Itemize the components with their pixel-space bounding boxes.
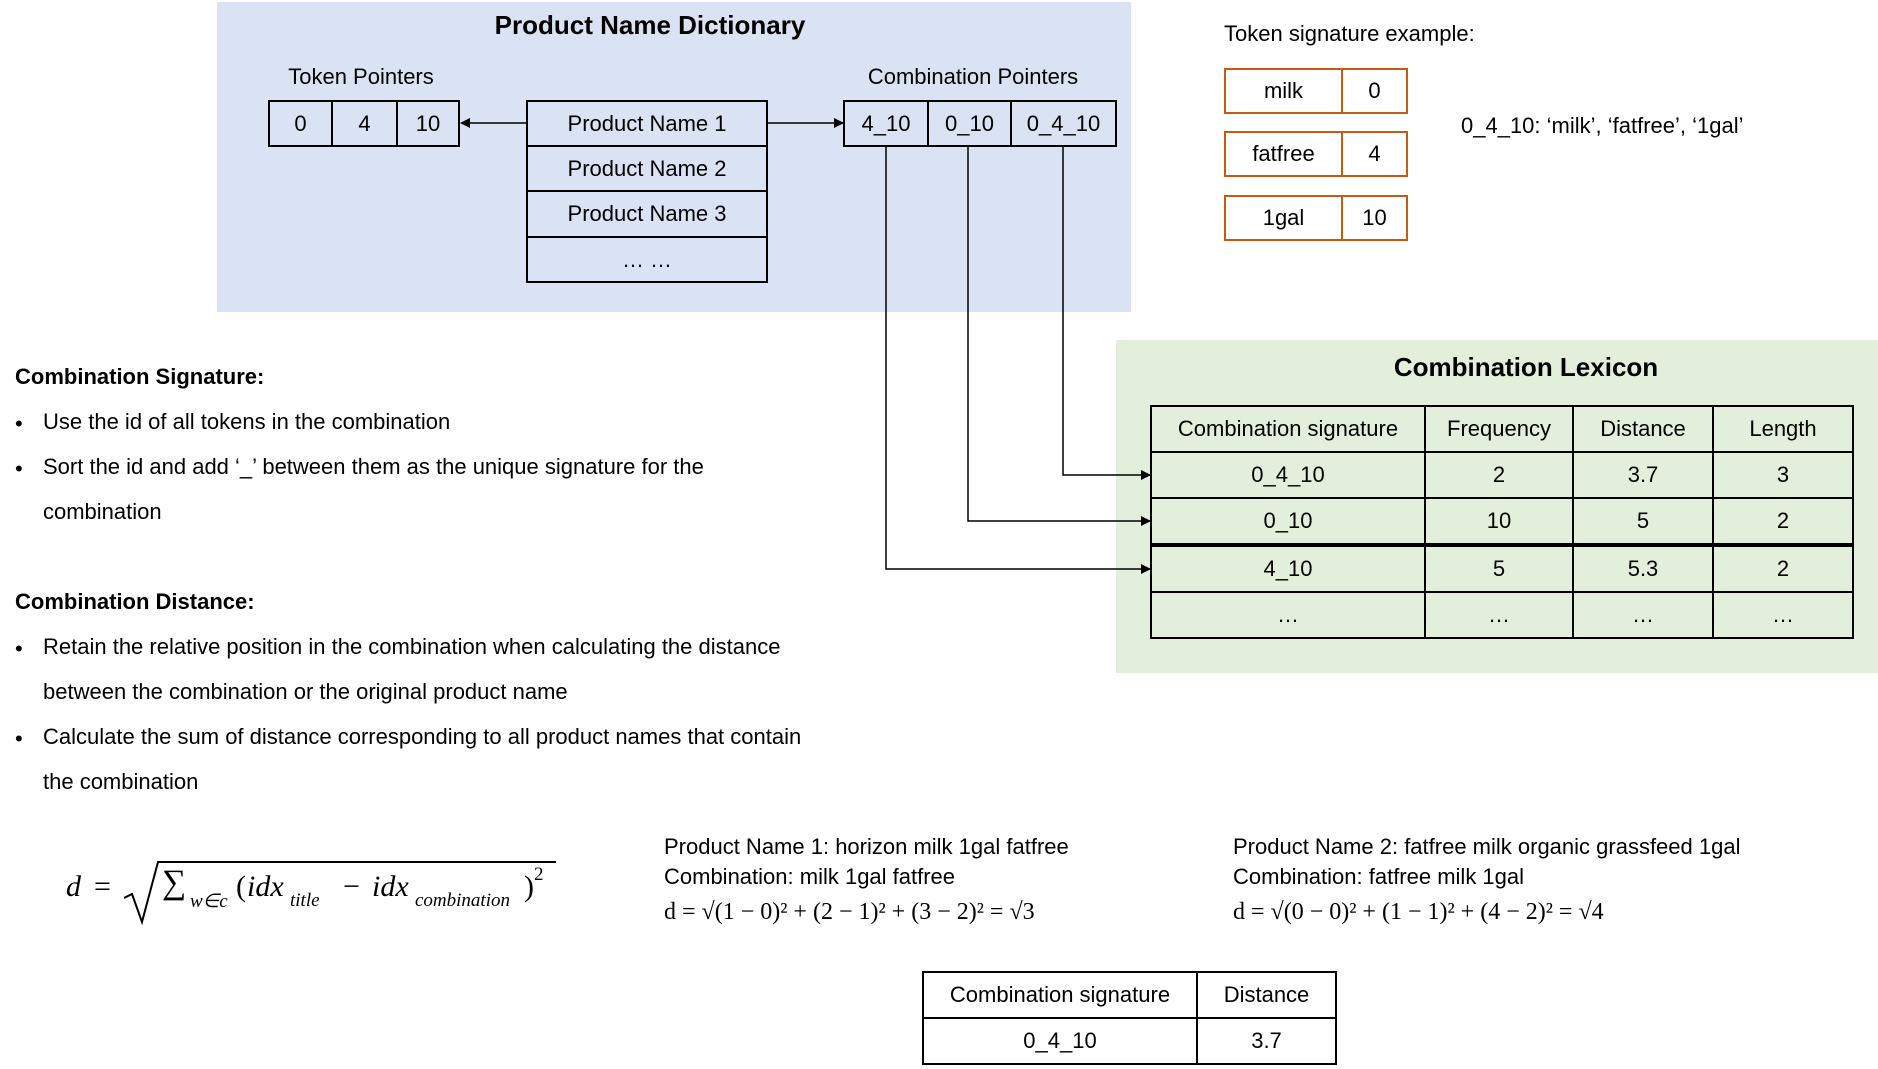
lexicon-title: Combination Lexicon (1393, 352, 1659, 382)
formula-sub-title: title (290, 890, 320, 911)
result-cell: 3.7 (1196, 1017, 1337, 1065)
dictionary-title: Product Name Dictionary (494, 10, 806, 40)
signature-bullet-text: Use the id of all tokens in the combinat… (43, 409, 451, 434)
formula-equals: = (94, 870, 111, 903)
formula-d: d (66, 870, 81, 903)
formula-sub-combination: combination (415, 890, 510, 911)
distance-bullet-text: Retain the relative position in the comb… (43, 634, 781, 659)
arrow-0-4-10 (1062, 147, 1151, 480)
product-name-dictionary-panel (217, 2, 1131, 312)
formula-idx-combination: idx (372, 870, 409, 903)
token-id-cell: 4 (1341, 131, 1408, 177)
token-id-cell: 10 (1341, 195, 1408, 241)
arrow-0-10 (967, 147, 1151, 526)
example1-combination: Combination: milk 1gal fatfree (664, 864, 956, 889)
example1-name: Product Name 1: horizon milk 1gal fatfre… (664, 834, 1069, 859)
bullet-dot: • (15, 456, 23, 481)
distance-bullet-text: Calculate the sum of distance correspond… (43, 724, 802, 749)
formula-minus: − (343, 870, 360, 903)
formula-sum: ∑ (162, 864, 187, 901)
lexicon-cell: 2 (1712, 497, 1854, 545)
token-cell: 1gal (1224, 195, 1343, 241)
distance-bullet-text: between the combination or the original … (43, 679, 568, 704)
signature-heading: Combination Signature: (15, 364, 265, 389)
signature-bullet-text: combination (43, 499, 162, 524)
combination-pointer-cell: 0_4_10 (1010, 100, 1117, 147)
formula-power: 2 (534, 864, 544, 885)
formula-sum-sub: w∈c (190, 891, 228, 912)
combination-pointers-label: Combination Pointers (867, 64, 1079, 89)
formula-idx-title: idx (247, 870, 284, 903)
lexicon-cell: 10 (1424, 497, 1574, 545)
token-signature-label: Token signature example: (1224, 21, 1475, 46)
arrow-4-10 (885, 147, 1151, 574)
distance-formula: d = ∑ w∈c ( idx title − idx combination … (66, 860, 566, 930)
token-pointer-cell: 10 (396, 100, 460, 147)
result-header: Distance (1196, 971, 1337, 1019)
bullet-dot: • (15, 411, 23, 436)
example1-equation: d = √(1 − 0)² + (2 − 1)² + (3 − 2)² = √3 (664, 899, 1035, 925)
formula-open-paren: ( (236, 870, 246, 903)
signature-bullet-text: Sort the id and add ‘_’ between them as … (43, 454, 704, 479)
example2-name: Product Name 2: fatfree milk organic gra… (1233, 834, 1741, 859)
example2-equation: d = √(0 − 0)² + (1 − 1)² + (4 − 2)² = √4 (1233, 899, 1604, 925)
product-name-row: … … (526, 236, 768, 283)
formula-close-paren: ) (524, 870, 534, 903)
token-signature-example: 0_4_10: ‘milk’, ‘fatfree’, ‘1gal’ (1461, 113, 1744, 138)
token-pointers-label: Token Pointers (288, 64, 434, 89)
distance-bullet-text: the combination (43, 769, 199, 794)
bullet-dot: • (15, 636, 23, 661)
bullet-dot: • (15, 726, 23, 751)
result-cell: 0_4_10 (922, 1017, 1198, 1065)
result-header: Combination signature (922, 971, 1198, 1019)
token-cell: milk (1224, 68, 1343, 114)
lexicon-cell: … (1712, 591, 1854, 639)
combination-lexicon-panel (1116, 340, 1878, 673)
distance-heading: Combination Distance: (15, 589, 255, 614)
sqrt-symbol (124, 861, 556, 926)
example2-combination: Combination: fatfree milk 1gal (1233, 864, 1525, 889)
token-id-cell: 0 (1341, 68, 1408, 114)
